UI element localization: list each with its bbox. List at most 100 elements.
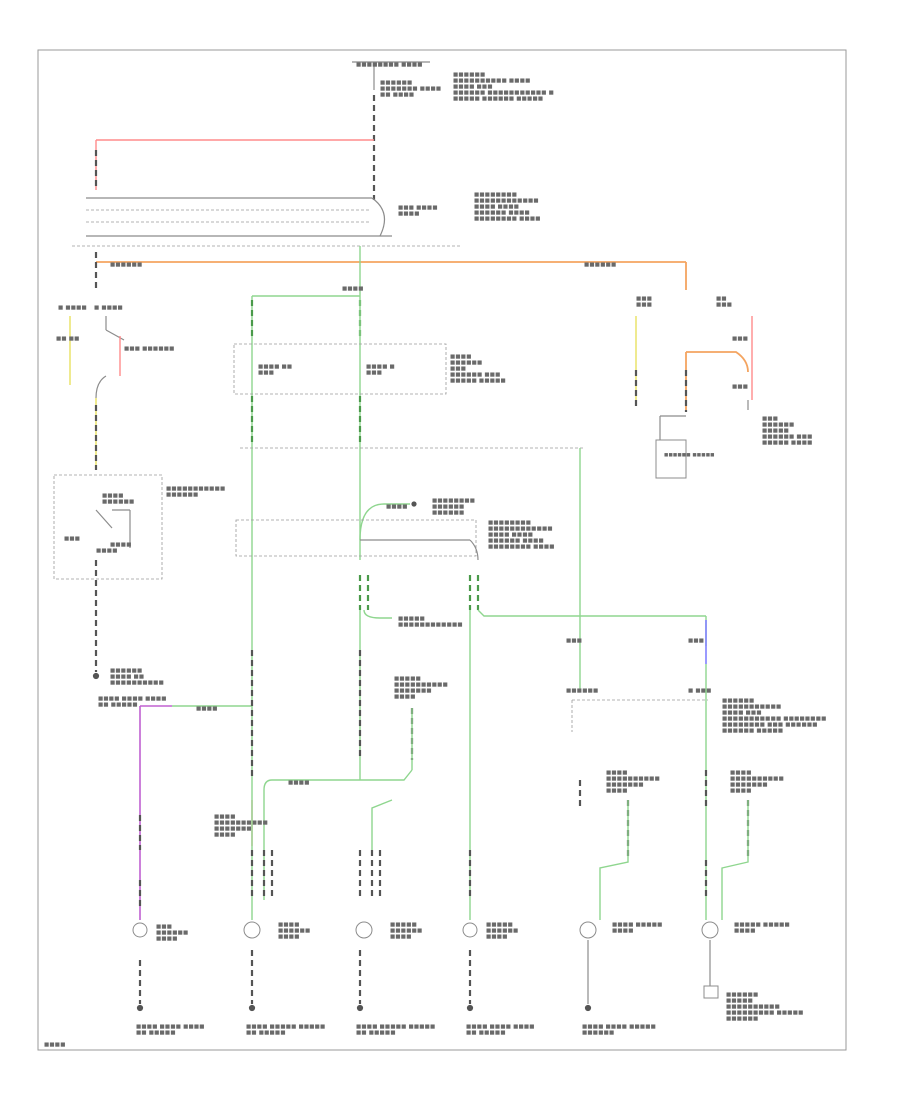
lamp-connector-1: ■■■■■ ■■■■■■■■■■ ■■■■■■■ ■■■■ ■■■■ — [263, 676, 448, 900]
relay-label-3: ■■■■ ■■■■ — [474, 204, 519, 210]
lamp-connector-3-label-1: ■■■■ — [730, 770, 752, 776]
combo-contact-2: ■■■■■■ — [102, 499, 134, 505]
combo-contact-5: ■■■■ — [96, 548, 118, 554]
lamp-5-ground-1: ■■■■ ■■■■ ■■■■■ — [582, 1024, 656, 1030]
module-label-2: ■■■■■■ — [762, 422, 794, 428]
lamp-6-ground-2: ■■■■■ — [726, 998, 753, 1004]
lamp-5: ■■■■ ■■■■■ ■■■■ ■■■■ ■■■■ ■■■■■ ■■■■■■ — [579, 921, 663, 1036]
right-block-label-6: ■■■■■■ ■■■■■ — [722, 728, 783, 734]
lamp-4-ground-1: ■■■■ ■■■■ ■■■■ — [466, 1024, 535, 1030]
lamp-5-ground-2: ■■■■■■ — [582, 1030, 614, 1036]
combo-contact-4: ■■■■ — [110, 542, 132, 548]
lamp-1-ground-2: ■■ ■■■■■ — [136, 1030, 176, 1036]
underhood-label-4: ■■■■■■ ■■■■ — [488, 538, 544, 544]
relay-label-2: ■■■■■■■■■■■■ — [474, 198, 539, 204]
lamp-2-label-2: ■■■■■■ — [278, 928, 310, 934]
module-label-3: ■■■■■ — [762, 428, 789, 434]
right-block: ■■■ ■■■ ■■■■■■ ■ ■■■ ■■■■■■ ■■■■■■■■■■■ … — [566, 638, 826, 920]
fuse-line-3: ■■ ■■■■ — [380, 92, 414, 98]
page-code: ■■■■ — [44, 1042, 66, 1048]
green-main-branch: ■■■■ — [250, 246, 363, 700]
switch-label-2: ■ ■■■■ — [94, 305, 123, 311]
lamp-4-label-3: ■■■■ — [486, 934, 508, 940]
top-feed-source: ■■■■■■■■ ■■■■ — [356, 62, 423, 68]
underhood-label-5: ■■■■■■■■ ■■■■ — [488, 544, 555, 550]
right-block-label-1: ■■■■■■ — [722, 698, 754, 704]
lamp-1: ■■■ ■■■■■■ ■■■■ ■■■■ ■■■■ ■■■■ ■■ ■■■■■ — [132, 922, 205, 1036]
combo-contact-3: ■■■ — [64, 536, 80, 542]
lamp-6-ground-3: ■■■■■■■■■■ — [726, 1004, 780, 1010]
lamp-connector-2: ■■■■ ■■■■■■■■■■ ■■■■■■■ ■■■■ — [599, 770, 660, 920]
middle-connector: ■■■■ ■■■■ ■■■■ ■■■■■■ ■■■■■■ ■■■■ ■■■■ ■■■… — [235, 498, 707, 920]
fuse-box: ■■■■ ■■ ■■■ ■■■■ ■ ■■■ ■■■■ ■■■■■■ ■■■ ■… — [233, 343, 506, 444]
module-label-4: ■■■■■■ ■■■ — [762, 434, 813, 440]
relay-tag-2: ■■■■ — [398, 211, 420, 217]
orange-feed-wire: ■■■■■■ ■■■■■■ — [96, 261, 687, 290]
right-block-label-5: ■■■■■■■■ ■■■ ■■■■■■ — [722, 722, 818, 728]
lamp-3-label-1: ■■■■■ — [390, 922, 417, 928]
lamp-6: ■■■■■ ■■■■■ ■■■■ ■■■■■■ ■■■■■ ■■■■■■■■■■… — [701, 921, 804, 1022]
fuse-b-1: ■■■■ ■ — [366, 364, 395, 370]
splice-tag-1: ■■■■ — [214, 814, 236, 820]
lamp-connector-1-label-4: ■■■■ — [394, 694, 416, 700]
fuse-box-label-5: ■■■■■ ■■■■■ — [450, 378, 506, 384]
module-label-5: ■■■■■ ■■■■ — [762, 440, 813, 446]
left-ground-label-1: ■■■■■■ — [110, 668, 142, 674]
left-ground-tag-2: ■■ ■■■■■ — [98, 702, 138, 708]
right-block-tag-d: ■ ■■■ — [688, 688, 712, 694]
combo-label-2: ■■■■■■ — [166, 492, 198, 498]
purple-wire: ■■■■ ■■■■ ■■■■ ■■ ■■■■■ ■■■■ — [98, 696, 252, 920]
diagram-frame — [37, 49, 847, 1051]
lamp-3-label-3: ■■■■ — [390, 934, 412, 940]
lamp-3-ground-1: ■■■■ ■■■■■ ■■■■■ — [356, 1024, 435, 1030]
lamp-2-label-3: ■■■■ — [278, 934, 300, 940]
right-top-box — [655, 439, 687, 479]
fuse-box-label-1: ■■■■ — [450, 354, 472, 360]
lamp-2-ground-1: ■■■■ ■■■■■ ■■■■■ — [246, 1024, 325, 1030]
right-top-right-tag-2: ■■■ — [716, 302, 732, 308]
lamp-connector-1-label-2: ■■■■■■■■■■ — [394, 682, 448, 688]
splice-lamp-area: ■■■■ ■■■■■■■■■■ ■■■■■■■ ■■■■ — [214, 650, 472, 920]
fuse-note-2: ■■■■■■■■■■ ■■■■ — [453, 78, 531, 84]
splice-tag-2: ■■■■■■■■■■ — [214, 820, 268, 826]
right-top-left-tag-1: ■■■ — [636, 296, 652, 302]
underhood-label-3: ■■■■ ■■■■ — [488, 532, 533, 538]
pin-tag-2: ■■■ — [732, 384, 748, 390]
lamp-1-label-3: ■■■■ — [156, 936, 178, 942]
lamp-connector-3-label-3: ■■■■■■■ — [730, 782, 768, 788]
right-top-area: ■■■ ■■■ ■■ ■■■ ■■■ ■■■ ■■■■■■ ■■■■■ ■■■ … — [634, 296, 813, 479]
left-switch-column: ■ ■■■■ ■ ■■■■ ■■ ■■ ■■■ ■■■■■■ — [56, 252, 175, 470]
relay-tag-1: ■■■ ■■■■ — [398, 205, 438, 211]
relay-label-1: ■■■■■■■■ — [474, 192, 517, 198]
right-top-left-tag-2: ■■■ — [636, 302, 652, 308]
combo-contact-1: ■■■■ — [102, 493, 124, 499]
splice-tag-3: ■■■■■■■ — [214, 826, 252, 832]
junction-label-2: ■■■■■■ — [432, 504, 464, 510]
lamp-connector-2-label-2: ■■■■■■■■■■ — [606, 776, 660, 782]
lamp-6-label-2: ■■■■ — [734, 928, 756, 934]
relay-label-5: ■■■■■■■■ ■■■■ — [474, 216, 541, 222]
combo-label-1: ■■■■■■■■■■■ — [166, 486, 225, 492]
lamp-connector-1-label-1: ■■■■■ — [394, 676, 421, 682]
purple-wire-tag: ■■■■ — [196, 706, 218, 712]
right-block-label-4: ■■■■■■■■■■■ ■■■■■■■■ — [722, 716, 826, 722]
distribution-label-2: ■■■■■■■■■■■■ — [398, 622, 463, 628]
relay-block: ■■■ ■■■■ ■■■■ ■■■■■■■■ ■■■■■■■■■■■■ ■■■■… — [72, 192, 541, 247]
lamp-5-label-1: ■■■■ ■■■■■ — [612, 922, 663, 928]
lamp-3: ■■■■■ ■■■■■■ ■■■■ ■■■■ ■■■■■ ■■■■■ ■■ ■■… — [355, 921, 435, 1036]
lamp-connector-2-label-1: ■■■■ — [606, 770, 628, 776]
fuse-box-label-3: ■■■ — [450, 366, 466, 372]
fuse-note-4: ■■■■■■ ■■■■■■■■■■■ ■ — [453, 90, 554, 96]
right-block-label-3: ■■■■ ■■■ — [722, 710, 762, 716]
lamp-6-label-1: ■■■■■ ■■■■■ — [734, 922, 790, 928]
lamp-1-ground-1: ■■■■ ■■■■ ■■■■ — [136, 1024, 205, 1030]
combination-switch: ■■■■■■■■■■■ ■■■■■■ ■■■■ ■■■■■■ ■■■ ■■■■ … — [53, 474, 225, 686]
relay-label-4: ■■■■■■ ■■■■ — [474, 210, 530, 216]
fuse-a-1: ■■■■ ■■ — [258, 364, 292, 370]
lamp-2-ground-2: ■■ ■■■■■ — [246, 1030, 286, 1036]
lamp-3-label-2: ■■■■■■ — [390, 928, 422, 934]
switch-tag: ■■■ ■■■■■■ — [124, 346, 175, 352]
lamp-6-ground-4: ■■■■■■■■■ ■■■■■ — [726, 1010, 804, 1016]
fuse-note-1: ■■■■■■ — [453, 72, 485, 78]
